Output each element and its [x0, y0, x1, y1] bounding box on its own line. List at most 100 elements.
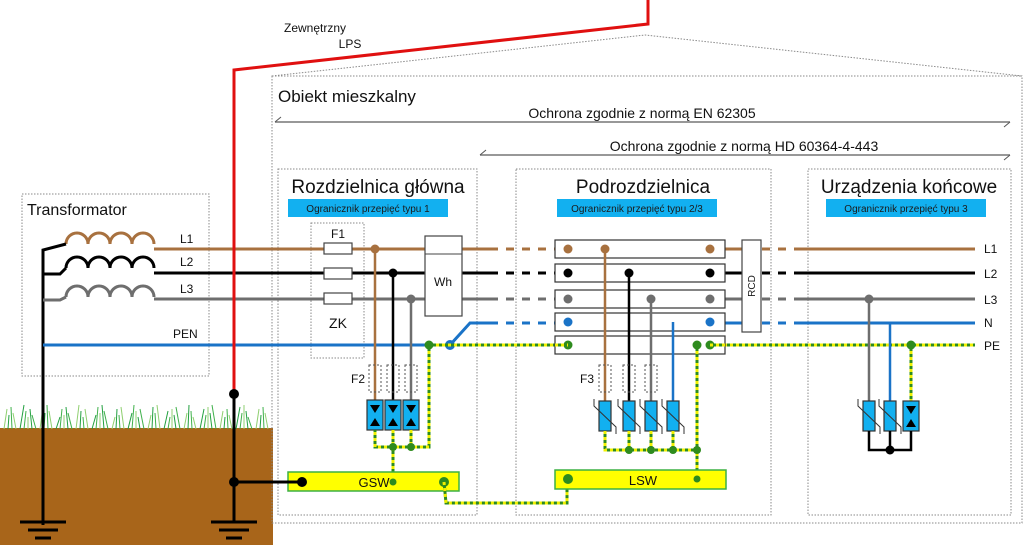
grass-blade — [95, 406, 99, 430]
end-devices-spd-label: Ogranicznik przepięć typu 3 — [844, 204, 968, 215]
grass-blade — [59, 408, 63, 430]
grass-blade — [247, 416, 253, 430]
grass-blade — [183, 412, 188, 430]
f2-label: F2 — [351, 372, 365, 386]
terminal-dot — [563, 317, 573, 327]
grass-blade — [23, 410, 27, 430]
grass-blade — [264, 412, 269, 430]
grass-blade — [154, 412, 157, 430]
grass-blade — [259, 414, 262, 430]
grass-blade — [131, 404, 135, 430]
grass-blade — [115, 408, 118, 430]
grass-blade — [82, 416, 85, 430]
main-board-title: Rozdzielnica główna — [291, 177, 465, 198]
varistor-stroke — [617, 399, 641, 434]
grass-blade — [12, 412, 17, 430]
coil-l2 — [64, 255, 156, 269]
grass-blade — [84, 408, 89, 430]
grass-blade — [175, 406, 181, 430]
end-devices-spd — [857, 294, 920, 455]
grass-blade — [211, 404, 217, 430]
grass-blade — [137, 416, 141, 430]
lsw-busbar — [554, 469, 727, 490]
end-l1-label: L1 — [984, 242, 998, 256]
coil-l1 — [64, 231, 156, 245]
grass-blade — [219, 410, 224, 430]
end-devices-box — [807, 168, 1012, 516]
grass-blade — [55, 416, 61, 430]
grass-blade — [156, 404, 161, 430]
grass-blade — [103, 410, 109, 430]
grass-blade — [147, 414, 152, 430]
arrow-up-icon — [370, 418, 380, 426]
grass-blade — [79, 410, 82, 430]
transformer-l2-label: L2 — [180, 255, 194, 269]
transformer-pen-label: PEN — [173, 327, 198, 341]
varistor-stroke — [878, 399, 902, 434]
grass-blade — [19, 404, 25, 430]
grass-blade — [3, 408, 8, 430]
zk-box — [310, 222, 365, 359]
arrow-down-icon — [388, 405, 398, 413]
meter-label: Wh — [434, 275, 452, 289]
sub-board-spd-label: Ogranicznik przepięć typu 2/3 — [571, 204, 703, 215]
rcd-label: RCD — [747, 275, 758, 297]
varistor-stroke — [857, 399, 881, 434]
norm-en-label: Ochrona zgodnie z normą EN 62305 — [528, 105, 755, 121]
gsw-busbar — [287, 471, 569, 505]
rcd — [741, 239, 762, 333]
grass-blade — [101, 404, 105, 430]
grass-blade — [199, 408, 205, 430]
terminal-strip — [554, 239, 726, 259]
grass-blade — [111, 416, 116, 430]
lps-label-2: LPS — [339, 37, 362, 51]
terminal-dot — [705, 317, 715, 327]
grass-blade — [167, 416, 171, 430]
grass-blade — [245, 410, 249, 430]
arrow-down-icon — [906, 406, 916, 414]
arrow-up-icon — [906, 419, 916, 427]
spd-badge-type23 — [557, 199, 717, 217]
terminal-strip — [554, 312, 726, 332]
end-l2-label: L2 — [984, 267, 998, 281]
building-outline — [271, 34, 1023, 524]
grass-blade — [223, 416, 226, 430]
grass-blade — [29, 408, 33, 430]
grass-blade — [226, 408, 229, 430]
transformer-l1-label: L1 — [180, 232, 194, 246]
terminal-dot — [563, 294, 573, 304]
lps-label-1: Zewnętrzny — [284, 21, 346, 35]
main-board-spd — [366, 244, 434, 482]
grass-blade — [75, 404, 80, 430]
terminal-dot — [563, 268, 573, 278]
varistor-stroke — [639, 399, 663, 434]
transformer-l3-label: L3 — [180, 282, 194, 296]
norm-en-arrow — [274, 116, 1011, 128]
terminal-dot — [705, 244, 715, 254]
conductors-end — [800, 247, 975, 325]
grass-blade — [187, 404, 190, 430]
external-lps — [229, 0, 650, 522]
sub-board-title: Podrozdzielnica — [576, 177, 711, 198]
grass-blade — [118, 414, 121, 430]
norm-hd-label: Ochrona zgodnie z normą HD 60364-4-443 — [610, 138, 879, 154]
spd-badge-type3 — [826, 199, 986, 217]
fuse-l1 — [323, 242, 353, 255]
transformer-coils — [41, 231, 156, 525]
fuse-l3 — [323, 292, 353, 305]
grass-blade — [173, 414, 177, 430]
zk-label: ZK — [329, 315, 348, 331]
arrow-up-icon — [388, 418, 398, 426]
grass-blade — [262, 406, 265, 430]
fuse-l2 — [323, 267, 353, 280]
grass-blade — [67, 412, 73, 430]
grass-blade — [151, 406, 154, 430]
grass-blade — [48, 410, 53, 430]
grass-blade — [7, 414, 10, 430]
transformer-title: Transformator — [27, 202, 128, 219]
lps-conductor — [232, 0, 650, 394]
grass-blade — [46, 404, 49, 430]
varistor-stroke — [593, 399, 617, 434]
terminal-strip — [554, 289, 726, 309]
